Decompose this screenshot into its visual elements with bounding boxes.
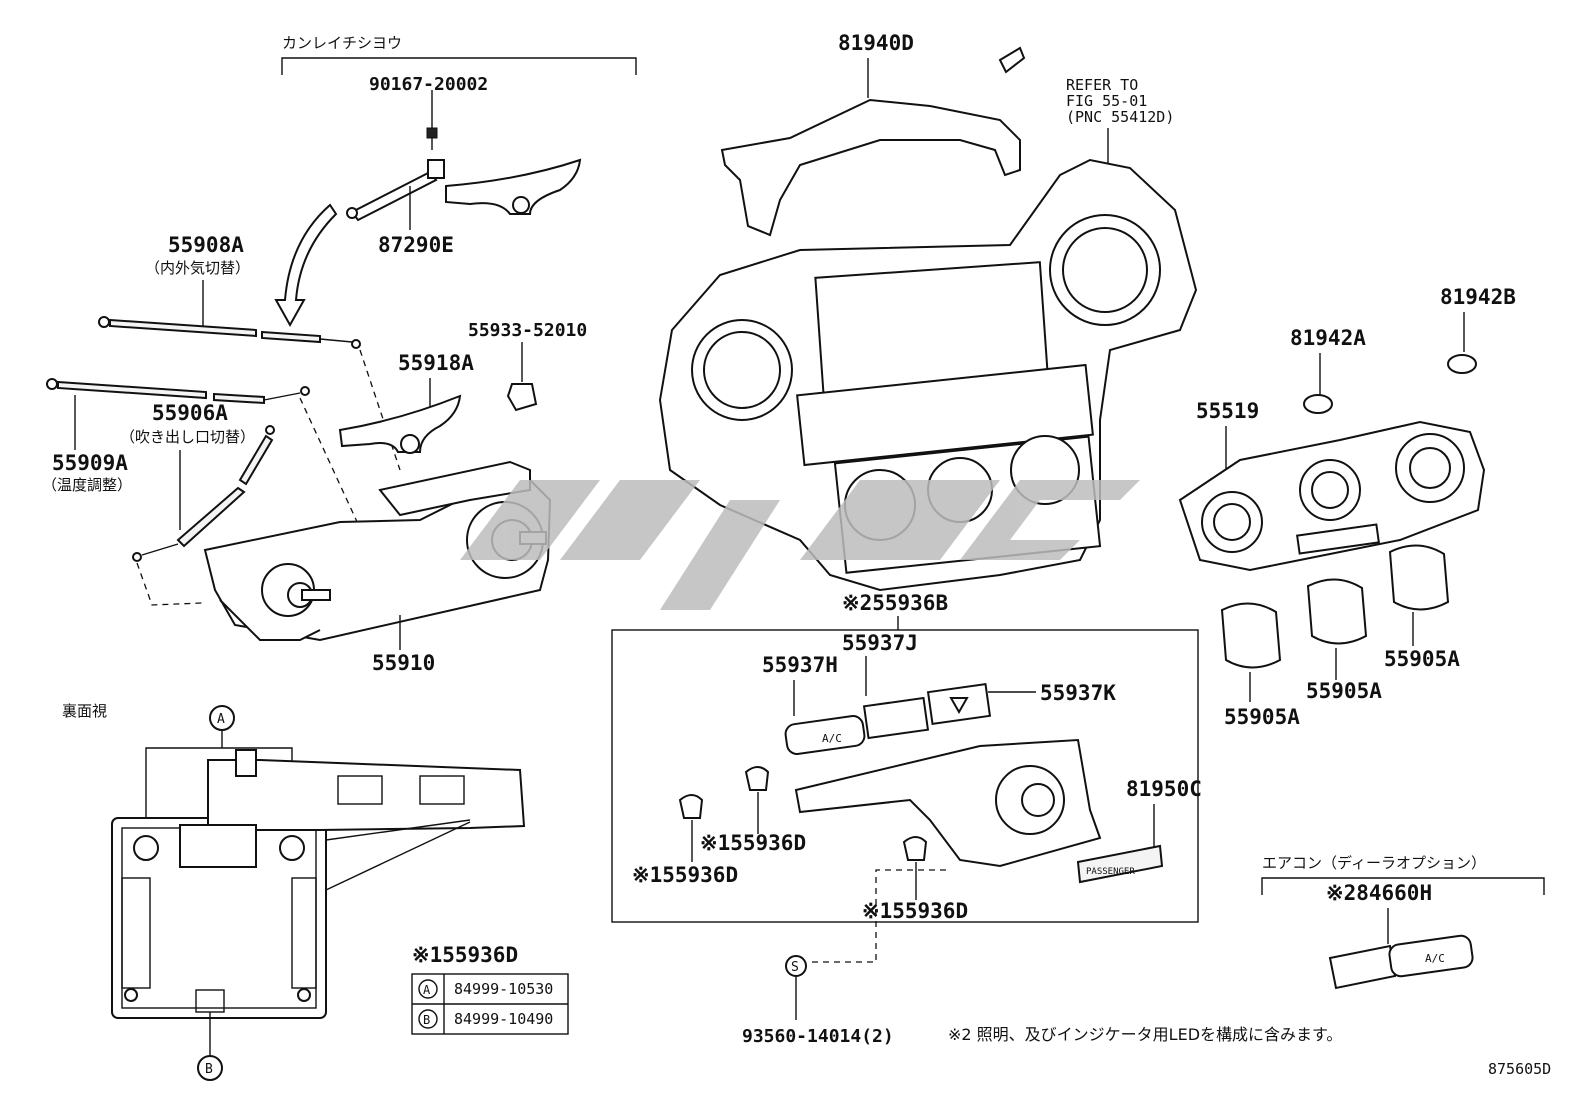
sticker-text: PASSENGER (1086, 867, 1135, 877)
refer-note-3: (PNC 55412D) (1066, 108, 1174, 126)
callout-a-text: A (217, 712, 225, 727)
part-55906a-desc: （吹き出し口切替） (120, 428, 255, 446)
part-55909a-desc: （温度調整） (42, 476, 132, 494)
rear-view-panel (111, 749, 526, 1019)
part-55937k[interactable]: 55937K (1040, 681, 1116, 705)
part-55933-52010[interactable]: 55933-52010 (468, 320, 587, 341)
hazard-icon (949, 697, 969, 715)
legend-part-b: 84999-10490 (454, 1010, 553, 1028)
callout-b-text: B (205, 1062, 213, 1077)
clip-55933 (506, 383, 538, 412)
part-55906a[interactable]: 55906A (152, 401, 228, 425)
switch-assembly: A/C PASSENGER (784, 682, 1164, 884)
figure-code: 875605D (1488, 1060, 1551, 1078)
cable-55909a (57, 380, 207, 400)
watermark-logo (460, 480, 1140, 610)
bulb-2 (744, 766, 770, 791)
heater-control-55910: 55910 (203, 460, 552, 675)
note-2: ※2 照明、及びインジケータ用LEDを構成に含みます。 (948, 1025, 1342, 1044)
legend-table: ※155936D A B 84999-10530 84999-10490 (411, 943, 569, 1035)
switch-assembly-box (611, 629, 1199, 923)
knob-2 (1306, 578, 1368, 645)
lever-55918a (338, 394, 462, 453)
switch-84660h-body (1328, 944, 1397, 990)
part-55905a-1[interactable]: 55905A (1224, 705, 1300, 729)
cable-55906a (238, 434, 274, 486)
cable-55908a (109, 318, 257, 338)
part-55905a-2[interactable]: 55905A (1306, 679, 1382, 703)
refer-note-2: FIG 55-01 (1066, 92, 1147, 110)
legend-part-a: 84999-10530 (454, 980, 553, 998)
part-55908a[interactable]: 55908A (168, 233, 244, 257)
legend-mark-b: B (423, 1013, 430, 1027)
bulb-3 (902, 836, 928, 861)
part-84660h[interactable]: ※284660H (1326, 881, 1432, 905)
screw-icon (426, 127, 438, 139)
part-93560-14014[interactable]: 93560-14014(2) (742, 1026, 894, 1047)
switch-55937j (862, 696, 930, 740)
cap-81942a (1303, 394, 1333, 414)
part-81950c[interactable]: 81950C (1126, 777, 1202, 801)
part-90167-20002[interactable]: 90167-20002 (369, 74, 488, 95)
cable-group: 55908A （内外気切替） 55909A （温度調整） 55906A （吹き出… (42, 233, 401, 606)
knob-3 (1388, 544, 1450, 611)
part-87290e[interactable]: 87290E (378, 233, 454, 257)
refer-note-1: REFER TO (1066, 76, 1138, 94)
ac-switch-text: A/C (822, 732, 842, 745)
part-81942b[interactable]: 81942B (1440, 285, 1516, 309)
rear-view-label: 裏面視 (62, 702, 107, 720)
part-55936d-c[interactable]: ※155936D (862, 899, 968, 923)
part-55909a[interactable]: 55909A (52, 451, 128, 475)
callout-b (197, 1055, 223, 1081)
damper-lever-top (445, 158, 582, 215)
clip-87290e (427, 159, 445, 179)
part-81940d[interactable]: 81940D (838, 31, 914, 55)
wire-harness-81940d (720, 98, 1021, 237)
link-rod (350, 170, 438, 222)
aircon-option-label: エアコン（ディーラオプション） (1262, 854, 1486, 872)
bulb-group (678, 766, 928, 900)
part-55910[interactable]: 55910 (372, 651, 435, 675)
legend-title: ※155936D (412, 943, 518, 967)
ac-switch-text-2: A/C (1425, 952, 1445, 965)
knob-1 (1220, 602, 1282, 669)
control-panel-55519 (1178, 420, 1486, 572)
cap-81942b (1447, 354, 1477, 374)
switch-55937h (784, 715, 866, 755)
bulb-1 (678, 794, 704, 819)
kanrei-group: カンレイチシヨウ 90167-20002 87290E (274, 34, 637, 328)
part-55936b[interactable]: ※255936B (842, 591, 948, 615)
part-55908a-desc: （内外気切替） (145, 259, 250, 277)
part-81942a[interactable]: 81942A (1290, 326, 1366, 350)
part-55905a-3[interactable]: 55905A (1384, 647, 1460, 671)
switch-84660h (1388, 934, 1474, 978)
part-55937j[interactable]: 55937J (842, 631, 918, 655)
legend-mark-a: A (423, 983, 431, 997)
callout-s-text: S (791, 960, 799, 975)
part-55936d-b[interactable]: ※155936D (632, 863, 738, 887)
knob-group: 55905A 55905A 55905A (1220, 544, 1460, 729)
direction-arrow-icon (274, 203, 338, 328)
part-55519[interactable]: 55519 (1196, 399, 1259, 423)
part-55937h[interactable]: 55937H (762, 653, 838, 677)
sticker-81950c (1076, 844, 1164, 884)
kanrei-label: カンレイチシヨウ (282, 34, 402, 52)
part-55918a[interactable]: 55918A (398, 351, 474, 375)
part-55936d-a[interactable]: ※155936D (700, 831, 806, 855)
